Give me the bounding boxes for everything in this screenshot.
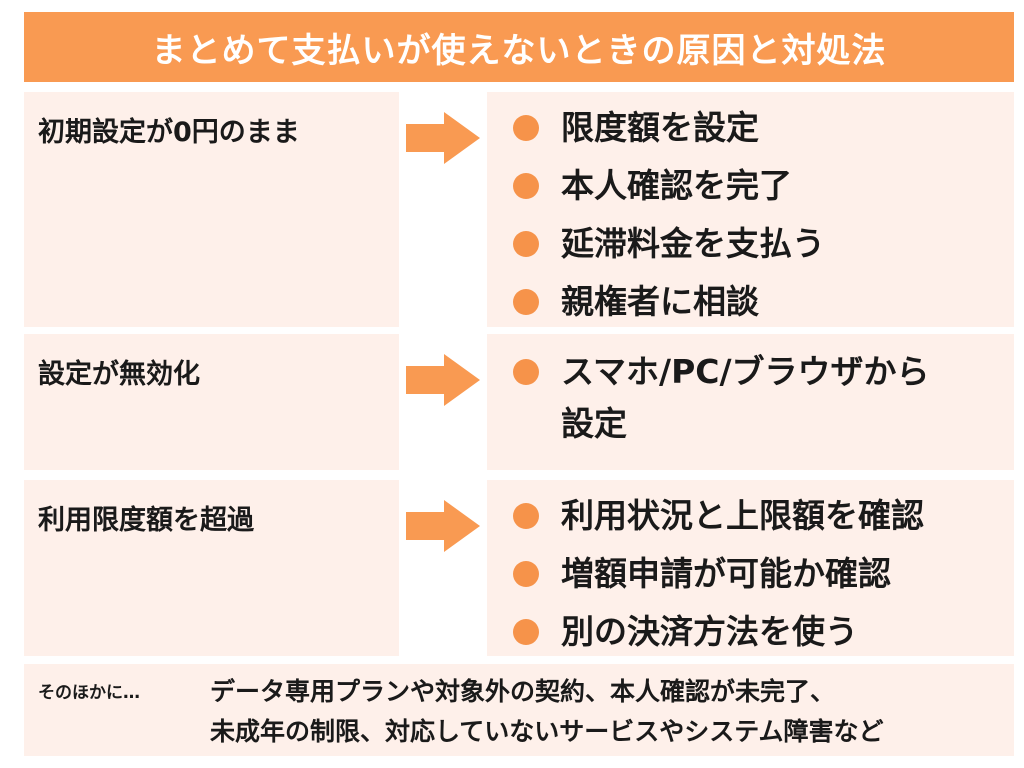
bullet-icon xyxy=(513,561,539,587)
cause-label: 利用限度額を超過 xyxy=(38,505,254,536)
cause-label: 初期設定が0円のまま xyxy=(38,117,300,148)
arrow-right-icon xyxy=(406,500,480,552)
list-item: 増額申請が可能か確認 xyxy=(509,556,1014,592)
bullet-icon xyxy=(513,503,539,529)
solution-list: スマホ/PC/ブラウザから設定 xyxy=(487,334,1014,450)
cause-cell-3: 利用限度額を超過 xyxy=(24,480,399,656)
list-item: スマホ/PC/ブラウザから設定 xyxy=(509,346,1014,450)
list-item: 別の決済方法を使う xyxy=(509,614,1014,650)
solution-cell-2: スマホ/PC/ブラウザから設定 xyxy=(487,334,1014,470)
other-text: データ専用プランや対象外の契約、本人確認が未完了、 未成年の制限、対応していない… xyxy=(210,672,884,752)
cause-cell-1: 初期設定が0円のまま xyxy=(24,92,399,327)
list-item: 本人確認を完了 xyxy=(509,168,1014,204)
arrow-right-icon xyxy=(406,354,480,406)
bullet-icon xyxy=(513,231,539,257)
cause-label: 設定が無効化 xyxy=(38,359,200,390)
bullet-icon xyxy=(513,619,539,645)
cause-cell-2: 設定が無効化 xyxy=(24,334,399,470)
list-item: 利用状況と上限額を確認 xyxy=(509,498,1014,534)
arrow-right-icon xyxy=(406,112,480,164)
solution-list: 限度額を設定 本人確認を完了 延滞料金を支払う 親権者に相談 xyxy=(487,92,1014,320)
bullet-icon xyxy=(513,289,539,315)
solution-cell-1: 限度額を設定 本人確認を完了 延滞料金を支払う 親権者に相談 xyxy=(487,92,1014,327)
other-reasons-panel: そのほかに… データ専用プランや対象外の契約、本人確認が未完了、 未成年の制限、… xyxy=(24,664,1014,756)
other-line: 未成年の制限、対応していないサービスやシステム障害など xyxy=(210,717,884,746)
other-label: そのほかに… xyxy=(38,683,140,703)
solution-cell-3: 利用状況と上限額を確認 増額申請が可能か確認 別の決済方法を使う xyxy=(487,480,1014,656)
other-line: データ専用プランや対象外の契約、本人確認が未完了、 xyxy=(210,677,836,706)
page-title: まとめて支払いが使えないときの原因と対処法 xyxy=(24,12,1014,82)
list-item: 限度額を設定 xyxy=(509,110,1014,146)
bullet-icon xyxy=(513,173,539,199)
bullet-icon xyxy=(513,115,539,141)
bullet-icon xyxy=(513,359,539,385)
solution-list: 利用状況と上限額を確認 増額申請が可能か確認 別の決済方法を使う xyxy=(487,480,1014,650)
list-item: 親権者に相談 xyxy=(509,284,1014,320)
list-item: 延滞料金を支払う xyxy=(509,226,1014,262)
